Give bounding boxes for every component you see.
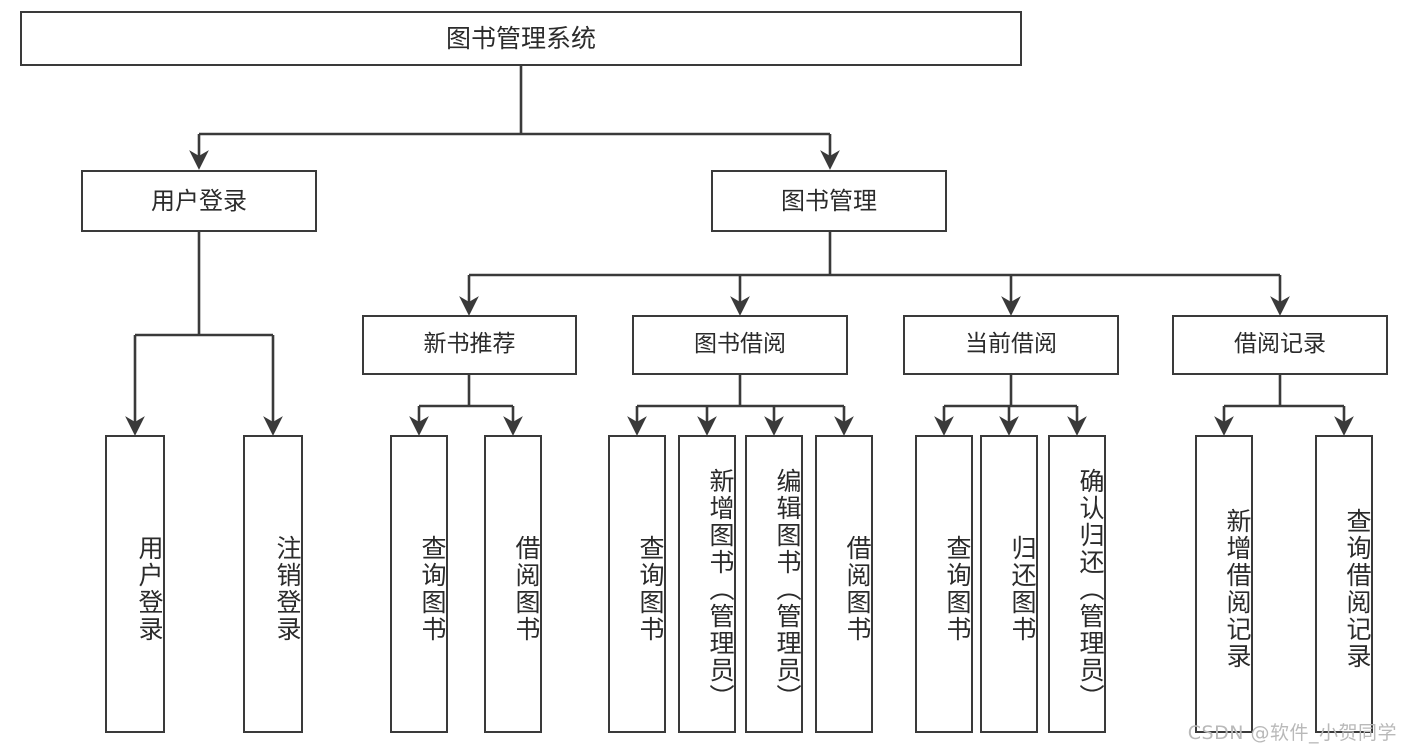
node-label: 查询图书 <box>943 535 972 643</box>
node-label: 借阅图书 <box>512 535 541 643</box>
leaf-record-add-record[interactable]: 新增借阅记录 <box>1195 435 1253 733</box>
node-label: 归还图书 <box>1008 535 1037 643</box>
leaf-current-confirm-return-admin[interactable]: 确认归还（管理员） <box>1048 435 1106 733</box>
leaf-record-query-record[interactable]: 查询借阅记录 <box>1315 435 1373 733</box>
node-label: 借阅图书 <box>843 535 872 643</box>
node-root-system[interactable]: 图书管理系统 <box>20 11 1022 66</box>
node-user-login[interactable]: 用户登录 <box>81 170 317 232</box>
node-label: 图书管理系统 <box>445 23 596 53</box>
leaf-borrow-edit-book-admin[interactable]: 编辑图书（管理员） <box>745 435 803 733</box>
node-label: 注销登录 <box>273 535 302 643</box>
node-borrow-record[interactable]: 借阅记录 <box>1172 315 1388 375</box>
node-label: 新书推荐 <box>423 331 516 358</box>
leaf-borrow-add-book-admin[interactable]: 新增图书（管理员） <box>678 435 736 733</box>
node-new-book-recommend[interactable]: 新书推荐 <box>362 315 577 375</box>
leaf-recommend-borrow-book[interactable]: 借阅图书 <box>484 435 542 733</box>
leaf-user-login[interactable]: 用户登录 <box>105 435 165 733</box>
leaf-user-logout[interactable]: 注销登录 <box>243 435 303 733</box>
node-label: 用户登录 <box>135 535 164 643</box>
watermark-text: CSDN @软件_小贺同学 <box>1187 722 1397 744</box>
node-current-borrow[interactable]: 当前借阅 <box>903 315 1119 375</box>
node-label: 新增借阅记录 <box>1223 508 1252 670</box>
node-label: 图书借阅 <box>694 331 786 358</box>
leaf-borrow-borrow-book[interactable]: 借阅图书 <box>815 435 873 733</box>
node-book-management[interactable]: 图书管理 <box>711 170 947 232</box>
node-label: 查询图书 <box>636 535 665 643</box>
node-label: 用户登录 <box>151 186 247 215</box>
leaf-current-return-book[interactable]: 归还图书 <box>980 435 1038 733</box>
node-label: 图书管理 <box>781 186 877 215</box>
node-label: 确认归还（管理员） <box>1076 467 1105 711</box>
node-label: 借阅记录 <box>1234 331 1326 358</box>
leaf-current-query-book[interactable]: 查询图书 <box>915 435 973 733</box>
node-book-borrow[interactable]: 图书借阅 <box>632 315 848 375</box>
leaf-recommend-query-book[interactable]: 查询图书 <box>390 435 448 733</box>
node-label: 新增图书（管理员） <box>706 467 735 711</box>
node-label: 查询借阅记录 <box>1343 508 1372 670</box>
node-label: 编辑图书（管理员） <box>773 467 802 711</box>
node-label: 查询图书 <box>418 535 447 643</box>
leaf-borrow-query-book[interactable]: 查询图书 <box>608 435 666 733</box>
node-label: 当前借阅 <box>965 331 1057 358</box>
